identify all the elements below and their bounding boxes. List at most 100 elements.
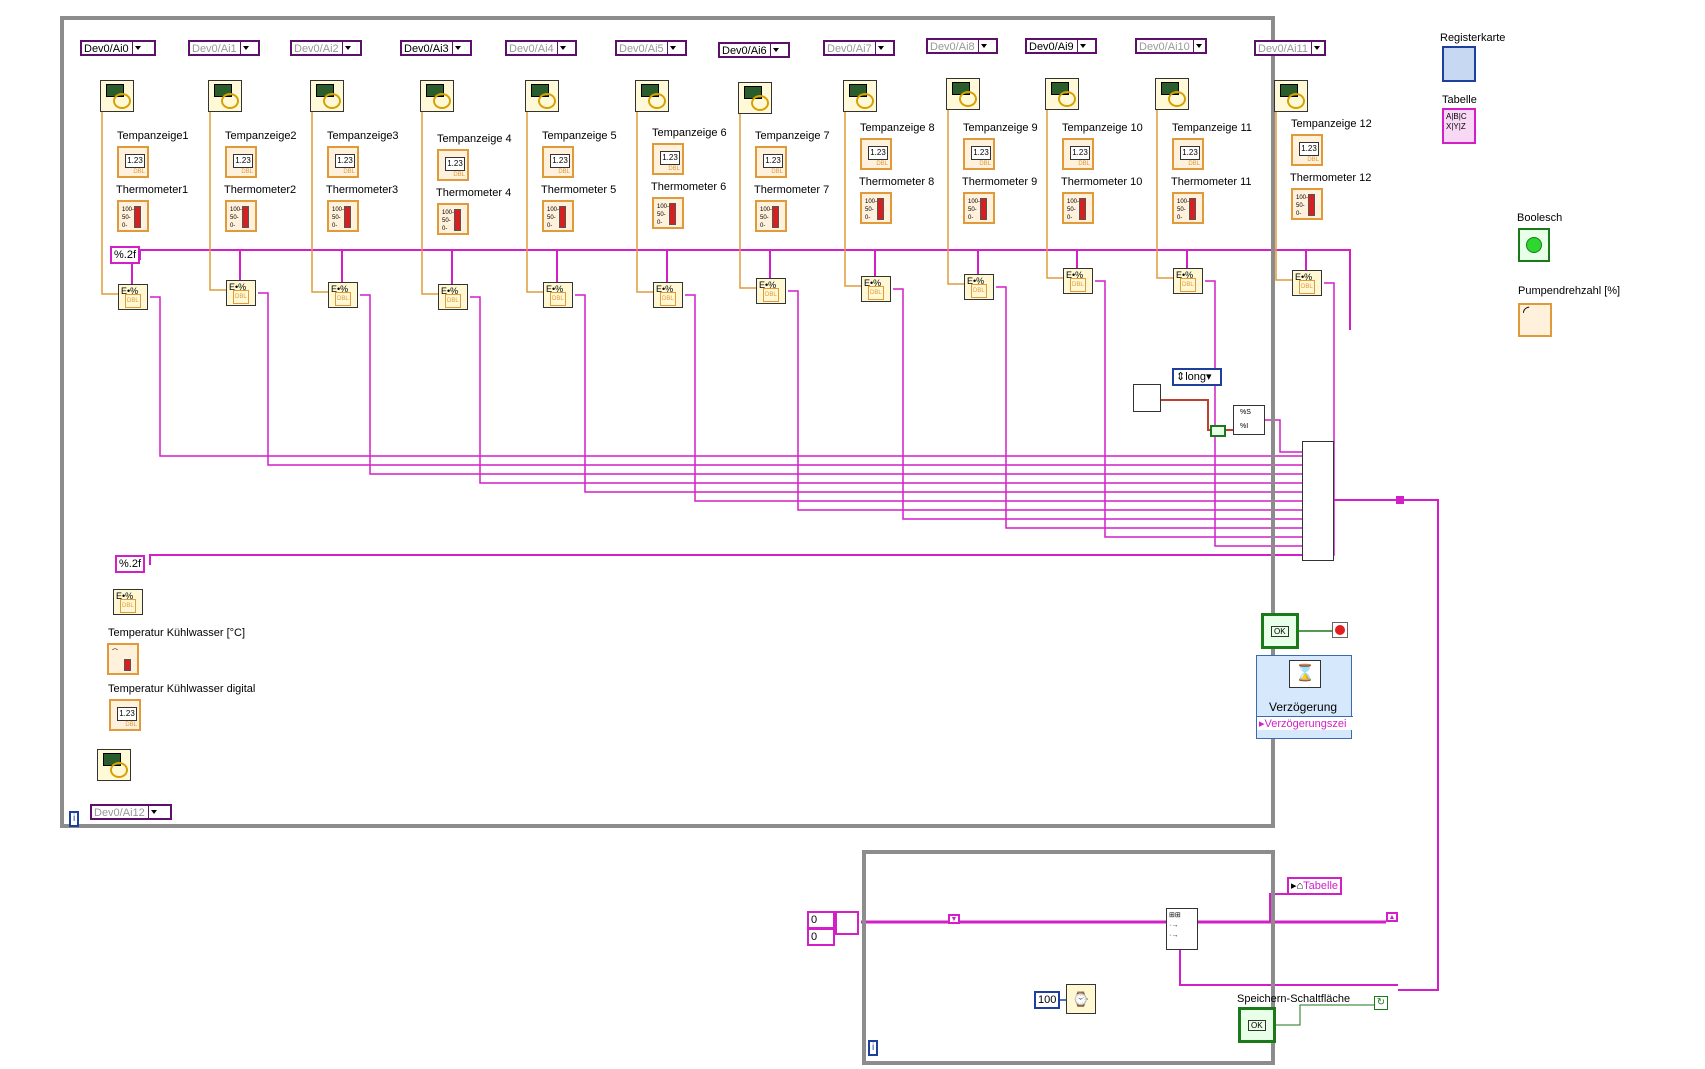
coolant-gauge-icon[interactable]: ⌒ — [107, 643, 139, 675]
channel-constant[interactable]: Dev0/Ai6 — [718, 42, 790, 58]
wait-ms-node[interactable]: ⌚ — [1066, 984, 1096, 1014]
daq-read-node[interactable] — [1274, 80, 1308, 112]
format-into-string-node[interactable]: E•%DBL — [543, 282, 573, 308]
format-into-string-node[interactable]: E•%DBL — [861, 276, 891, 302]
daq-read-node[interactable] — [525, 80, 559, 112]
thermometer-indicator[interactable]: 100-50-0- — [225, 200, 257, 232]
format-string-constant-2[interactable]: %.2f — [115, 555, 146, 573]
timestamp-node[interactable] — [1133, 384, 1161, 412]
array-index-0[interactable]: 0 — [807, 911, 835, 929]
format-into-string-node[interactable]: E•%DBL — [964, 274, 994, 300]
channel-constant[interactable]: Dev0/Ai7 — [823, 40, 895, 56]
build-array-node[interactable] — [1302, 441, 1334, 561]
format-into-string-node[interactable]: E•%DBL — [756, 278, 786, 304]
daq-read-node[interactable] — [208, 80, 242, 112]
chevron-down-icon[interactable] — [1076, 40, 1088, 52]
time-format-constant[interactable]: ⇕long▾ — [1172, 368, 1222, 386]
channel-constant[interactable]: Dev0/Ai10 — [1135, 38, 1207, 54]
channel-constant[interactable]: Dev0/Ai1 — [188, 40, 260, 56]
chevron-down-icon[interactable] — [769, 44, 781, 56]
format-node-coolant[interactable]: E•%DBL — [113, 589, 143, 615]
daq-read-node[interactable] — [310, 80, 344, 112]
channel-constant[interactable]: Dev0/Ai8 — [926, 38, 998, 54]
daq-read-node[interactable] — [1155, 78, 1189, 110]
loop-condition-icon[interactable]: ↻ — [1374, 996, 1388, 1010]
daq-read-node-ai12[interactable] — [97, 749, 131, 781]
format-string-constant[interactable]: %.2f — [110, 246, 141, 264]
pump-speed-gauge-icon[interactable]: ◜ — [1518, 303, 1552, 337]
format-datetime-node[interactable]: %S%I — [1233, 405, 1265, 435]
thermometer-indicator[interactable]: 100-50-0- — [437, 203, 469, 235]
boolean-constant[interactable] — [1210, 425, 1226, 437]
daq-read-node[interactable] — [843, 80, 877, 112]
chevron-down-icon[interactable] — [131, 42, 143, 54]
table-local-variable[interactable]: ▸⌂Tabelle — [1287, 877, 1343, 895]
thermometer-indicator[interactable]: 100-50-0- — [1172, 192, 1204, 224]
daq-read-node[interactable] — [738, 82, 772, 114]
thermometer-indicator[interactable]: 100-50-0- — [652, 197, 684, 229]
channel-constant[interactable]: Dev0/Ai11 — [1254, 40, 1326, 56]
insert-into-array-node[interactable]: ⊞⊞·→·→ — [1166, 908, 1198, 950]
channel-constant[interactable]: Dev0/Ai0 — [80, 40, 156, 56]
chevron-down-icon[interactable] — [147, 806, 159, 818]
daq-read-node[interactable] — [420, 80, 454, 112]
daq-read-node[interactable] — [635, 80, 669, 112]
channel-constant[interactable]: Dev0/Ai5 — [615, 40, 687, 56]
stop-button-terminal[interactable]: OK — [1261, 613, 1299, 649]
channel-constant[interactable]: Dev0/Ai4 — [505, 40, 577, 56]
thermometer-indicator[interactable]: 100-50-0- — [860, 192, 892, 224]
daq-read-node[interactable] — [1045, 78, 1079, 110]
chevron-down-icon[interactable] — [239, 42, 251, 54]
save-button-terminal[interactable]: OK — [1238, 1007, 1276, 1043]
delay-express-vi[interactable]: ⌛ Verzögerung ▸Verzögerungszei — [1256, 655, 1353, 739]
channel-constant[interactable]: Dev0/Ai9 — [1025, 38, 1097, 54]
thermometer-indicator[interactable]: 100-50-0- — [1291, 188, 1323, 220]
main-while-loop[interactable] — [60, 16, 1275, 828]
channel-constant[interactable]: Dev0/Ai2 — [290, 40, 362, 56]
tab-control-icon[interactable] — [1442, 46, 1476, 82]
stop-condition-icon[interactable] — [1332, 622, 1348, 638]
format-into-string-node[interactable]: E•%DBL — [1173, 268, 1203, 294]
format-into-string-node[interactable]: E•%DBL — [118, 284, 148, 310]
daq-read-node[interactable] — [946, 78, 980, 110]
thermometer-indicator[interactable]: 100-50-0- — [327, 200, 359, 232]
format-into-string-node[interactable]: E•%DBL — [1063, 268, 1093, 294]
array-index-1[interactable]: 0 — [807, 928, 835, 946]
thermometer-indicator[interactable]: 100-50-0- — [117, 200, 149, 232]
format-into-string-node[interactable]: E•%DBL — [653, 282, 683, 308]
chevron-down-icon[interactable] — [451, 42, 463, 54]
chevron-down-icon[interactable] — [556, 42, 568, 54]
thermometer-indicator[interactable]: 100-50-0- — [755, 200, 787, 232]
channel-constant[interactable]: Dev0/Ai3 — [400, 40, 472, 56]
thermometer-indicator[interactable]: 100-50-0- — [1062, 192, 1094, 224]
format-into-string-node[interactable]: E•%DBL — [1292, 270, 1322, 296]
chevron-down-icon[interactable] — [874, 42, 886, 54]
boolean-led-icon[interactable] — [1518, 228, 1550, 262]
chevron-down-icon[interactable] — [977, 40, 989, 52]
chevron-down-icon[interactable] — [1192, 40, 1204, 52]
channel-constant-ai12[interactable]: Dev0/Ai12 — [90, 804, 172, 820]
format-into-string-node[interactable]: E•%DBL — [226, 280, 256, 306]
chevron-down-icon[interactable] — [1310, 42, 1322, 54]
wait-constant[interactable]: 100 — [1034, 991, 1061, 1009]
array-constant[interactable]: 0 0 — [807, 911, 861, 947]
format-into-string-node[interactable]: E•%DBL — [328, 282, 358, 308]
lower-while-loop[interactable] — [862, 850, 1275, 1065]
daq-read-node[interactable] — [100, 80, 134, 112]
thermometer-indicator[interactable]: 100-50-0- — [963, 192, 995, 224]
chevron-down-icon[interactable] — [666, 42, 678, 54]
